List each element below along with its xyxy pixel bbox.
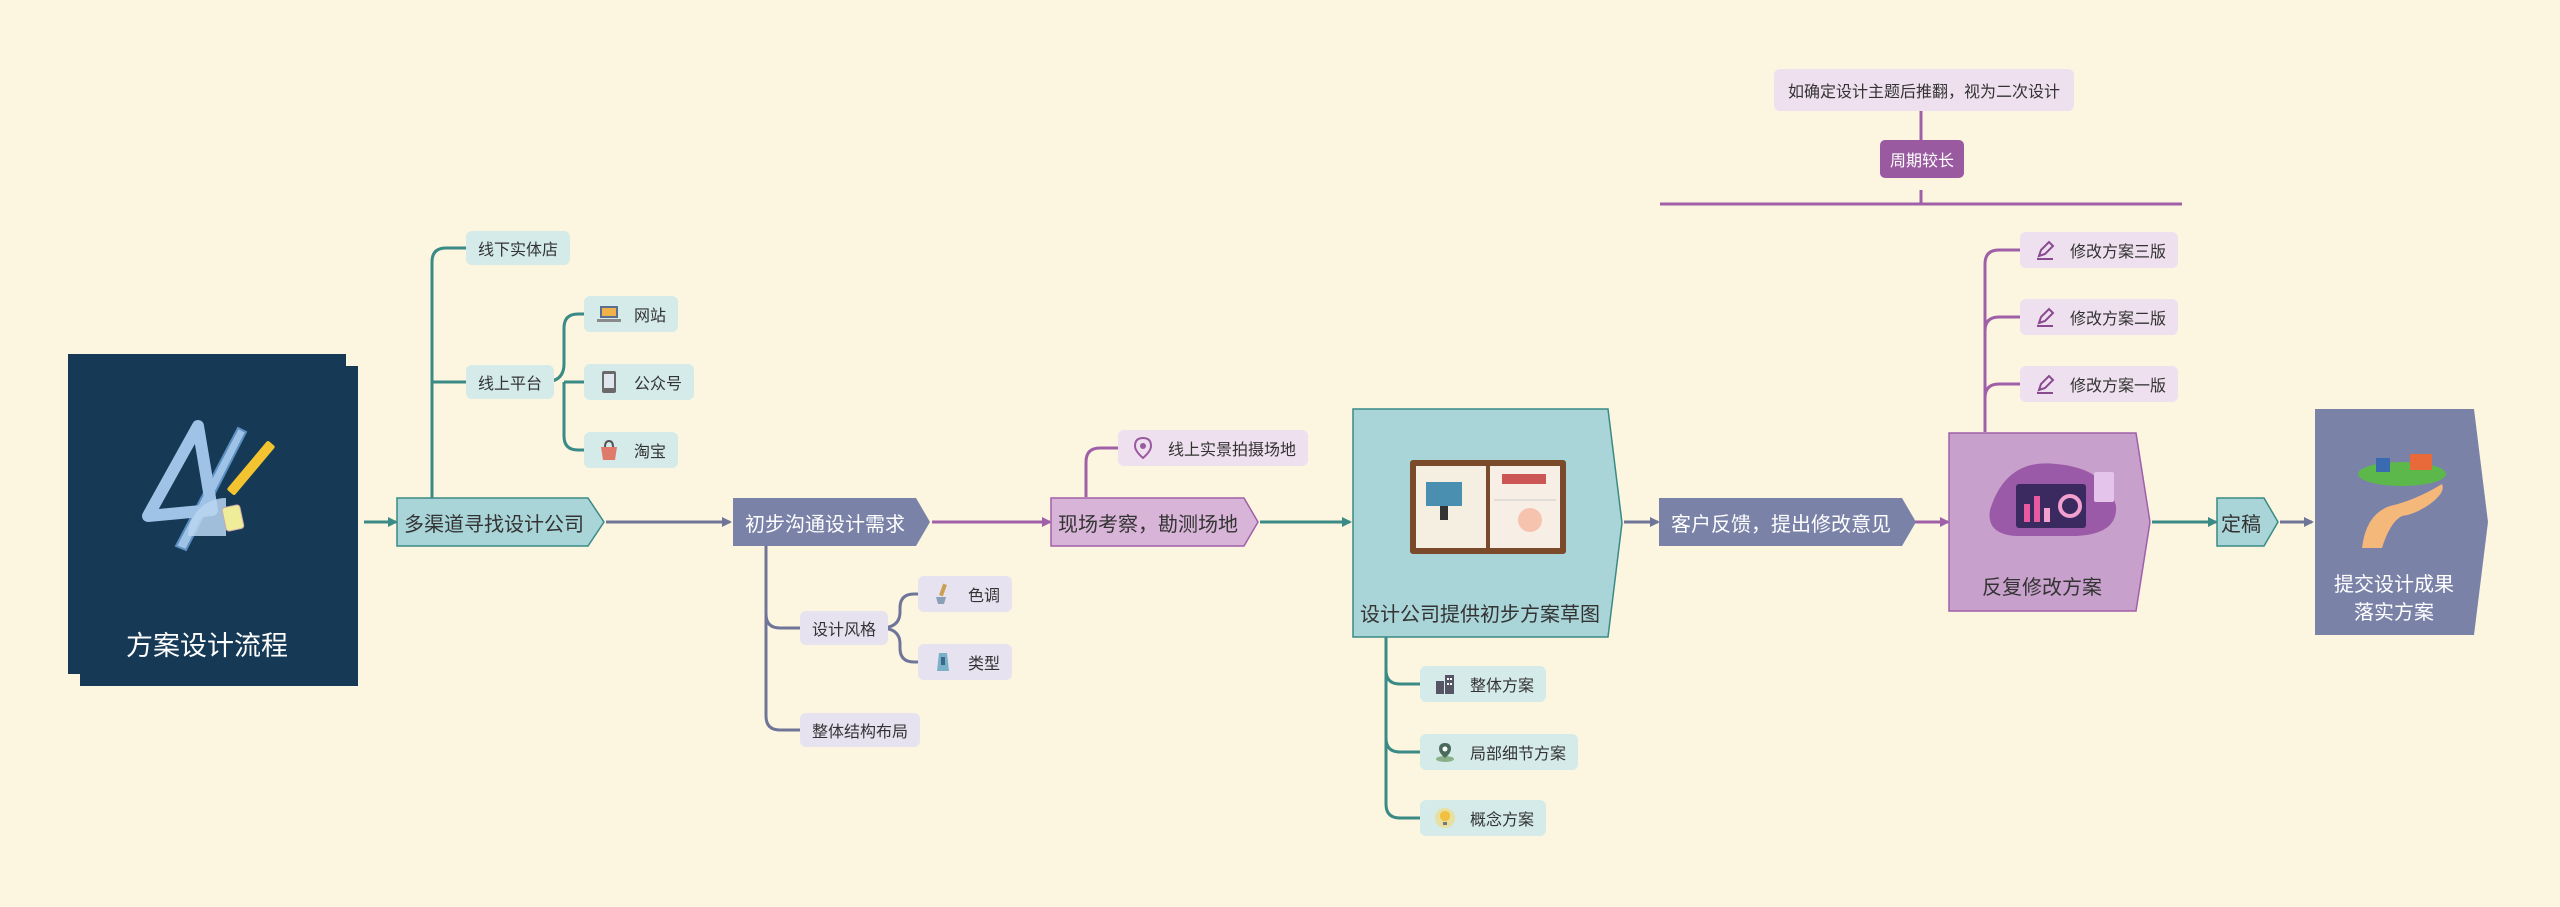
online-platform-node[interactable]: 线上平台 — [466, 365, 555, 399]
revision-3-node[interactable]: 修改方案三版 — [2020, 232, 2179, 268]
step-6-label: 反复修改方案 — [1982, 574, 2102, 599]
online-scene-node[interactable]: 线上实景拍摄场地 — [1118, 430, 1309, 466]
online-platform-label: 线上平台 — [478, 374, 543, 393]
revision-2-node[interactable]: 修改方案二版 — [2020, 299, 2179, 335]
plan-concept-label: 概念方案 — [1470, 810, 1535, 829]
step-2-shape[interactable] — [732, 497, 932, 547]
analytics-dashboard-icon — [1989, 463, 2117, 536]
phone-icon — [596, 369, 622, 395]
ruler-protractor-icon — [142, 420, 275, 552]
laptop-icon — [596, 301, 622, 327]
pen-tool-icon — [930, 649, 956, 675]
sketchbook-icon — [1410, 460, 1566, 554]
pencil-icon — [2032, 371, 2058, 397]
step-1-shape[interactable] — [396, 497, 606, 547]
root-node[interactable]: 方案设计流程 — [68, 354, 358, 686]
offline-store-node[interactable]: 线下实体店 — [466, 231, 571, 265]
overall-layout-node[interactable]: 整体结构布局 — [800, 713, 921, 747]
platform-taobao-node[interactable]: 淘宝 — [584, 432, 679, 468]
summary-note-label: 如确定设计主题后推翻，视为二次设计 — [1788, 82, 2061, 101]
summary-note[interactable]: 如确定设计主题后推翻，视为二次设计 — [1774, 69, 2075, 111]
step-8-shape[interactable] — [2314, 408, 2490, 636]
paint-brush-icon — [930, 581, 956, 607]
style-tone-label: 色调 — [968, 586, 1001, 605]
platform-taobao-label: 淘宝 — [634, 442, 667, 461]
revision-3-label: 修改方案三版 — [2070, 242, 2167, 261]
revision-1-label: 修改方案一版 — [2070, 376, 2167, 395]
step-1-label: 多渠道寻找设计公司 — [404, 511, 584, 536]
step-3-label: 现场考察，勘测场地 — [1058, 511, 1238, 536]
pencil-icon — [2032, 237, 2058, 263]
shopping-bag-icon — [596, 437, 622, 463]
step-4-label: 设计公司提供初步方案草图 — [1360, 601, 1600, 626]
design-style-node[interactable]: 设计风格 — [800, 611, 889, 645]
revision-1-node[interactable]: 修改方案一版 — [2020, 366, 2179, 402]
summary-tag[interactable]: 周期较长 — [1880, 140, 1965, 178]
platform-website-node[interactable]: 网站 — [584, 296, 679, 332]
style-type-label: 类型 — [968, 654, 1001, 673]
hand-earth-icon — [2358, 454, 2446, 548]
step-5-shape[interactable] — [1658, 497, 1918, 547]
plan-overall-node[interactable]: 整体方案 — [1420, 666, 1547, 702]
plan-overall-label: 整体方案 — [1470, 676, 1535, 695]
platform-website-label: 网站 — [634, 306, 667, 325]
step-7-label: 定稿 — [2221, 511, 2261, 536]
summary-tag-label: 周期较长 — [1890, 151, 1955, 170]
overall-layout-label: 整体结构布局 — [812, 722, 909, 741]
map-pin-icon — [1432, 739, 1458, 765]
pencil-icon — [2032, 304, 2058, 330]
lightbulb-icon — [1432, 805, 1458, 831]
step-2-label: 初步沟通设计需求 — [745, 511, 905, 536]
step-5-label: 客户反馈，提出修改意见 — [1671, 511, 1891, 536]
buildings-icon — [1432, 671, 1458, 697]
platform-wechat-node[interactable]: 公众号 — [584, 364, 695, 400]
location-pin-icon — [1130, 435, 1156, 461]
style-tone-node[interactable]: 色调 — [918, 576, 1013, 612]
online-scene-label: 线上实景拍摄场地 — [1168, 440, 1297, 459]
style-type-node[interactable]: 类型 — [918, 644, 1013, 680]
step-3-shape[interactable] — [1050, 497, 1260, 547]
plan-detail-node[interactable]: 局部细节方案 — [1420, 734, 1579, 770]
plan-detail-label: 局部细节方案 — [1470, 744, 1567, 763]
plan-concept-node[interactable]: 概念方案 — [1420, 800, 1547, 836]
offline-store-label: 线下实体店 — [478, 240, 559, 259]
platform-wechat-label: 公众号 — [634, 374, 683, 393]
design-style-label: 设计风格 — [812, 620, 877, 639]
step-7-shape[interactable] — [2216, 497, 2280, 547]
revision-2-label: 修改方案二版 — [2070, 309, 2167, 328]
